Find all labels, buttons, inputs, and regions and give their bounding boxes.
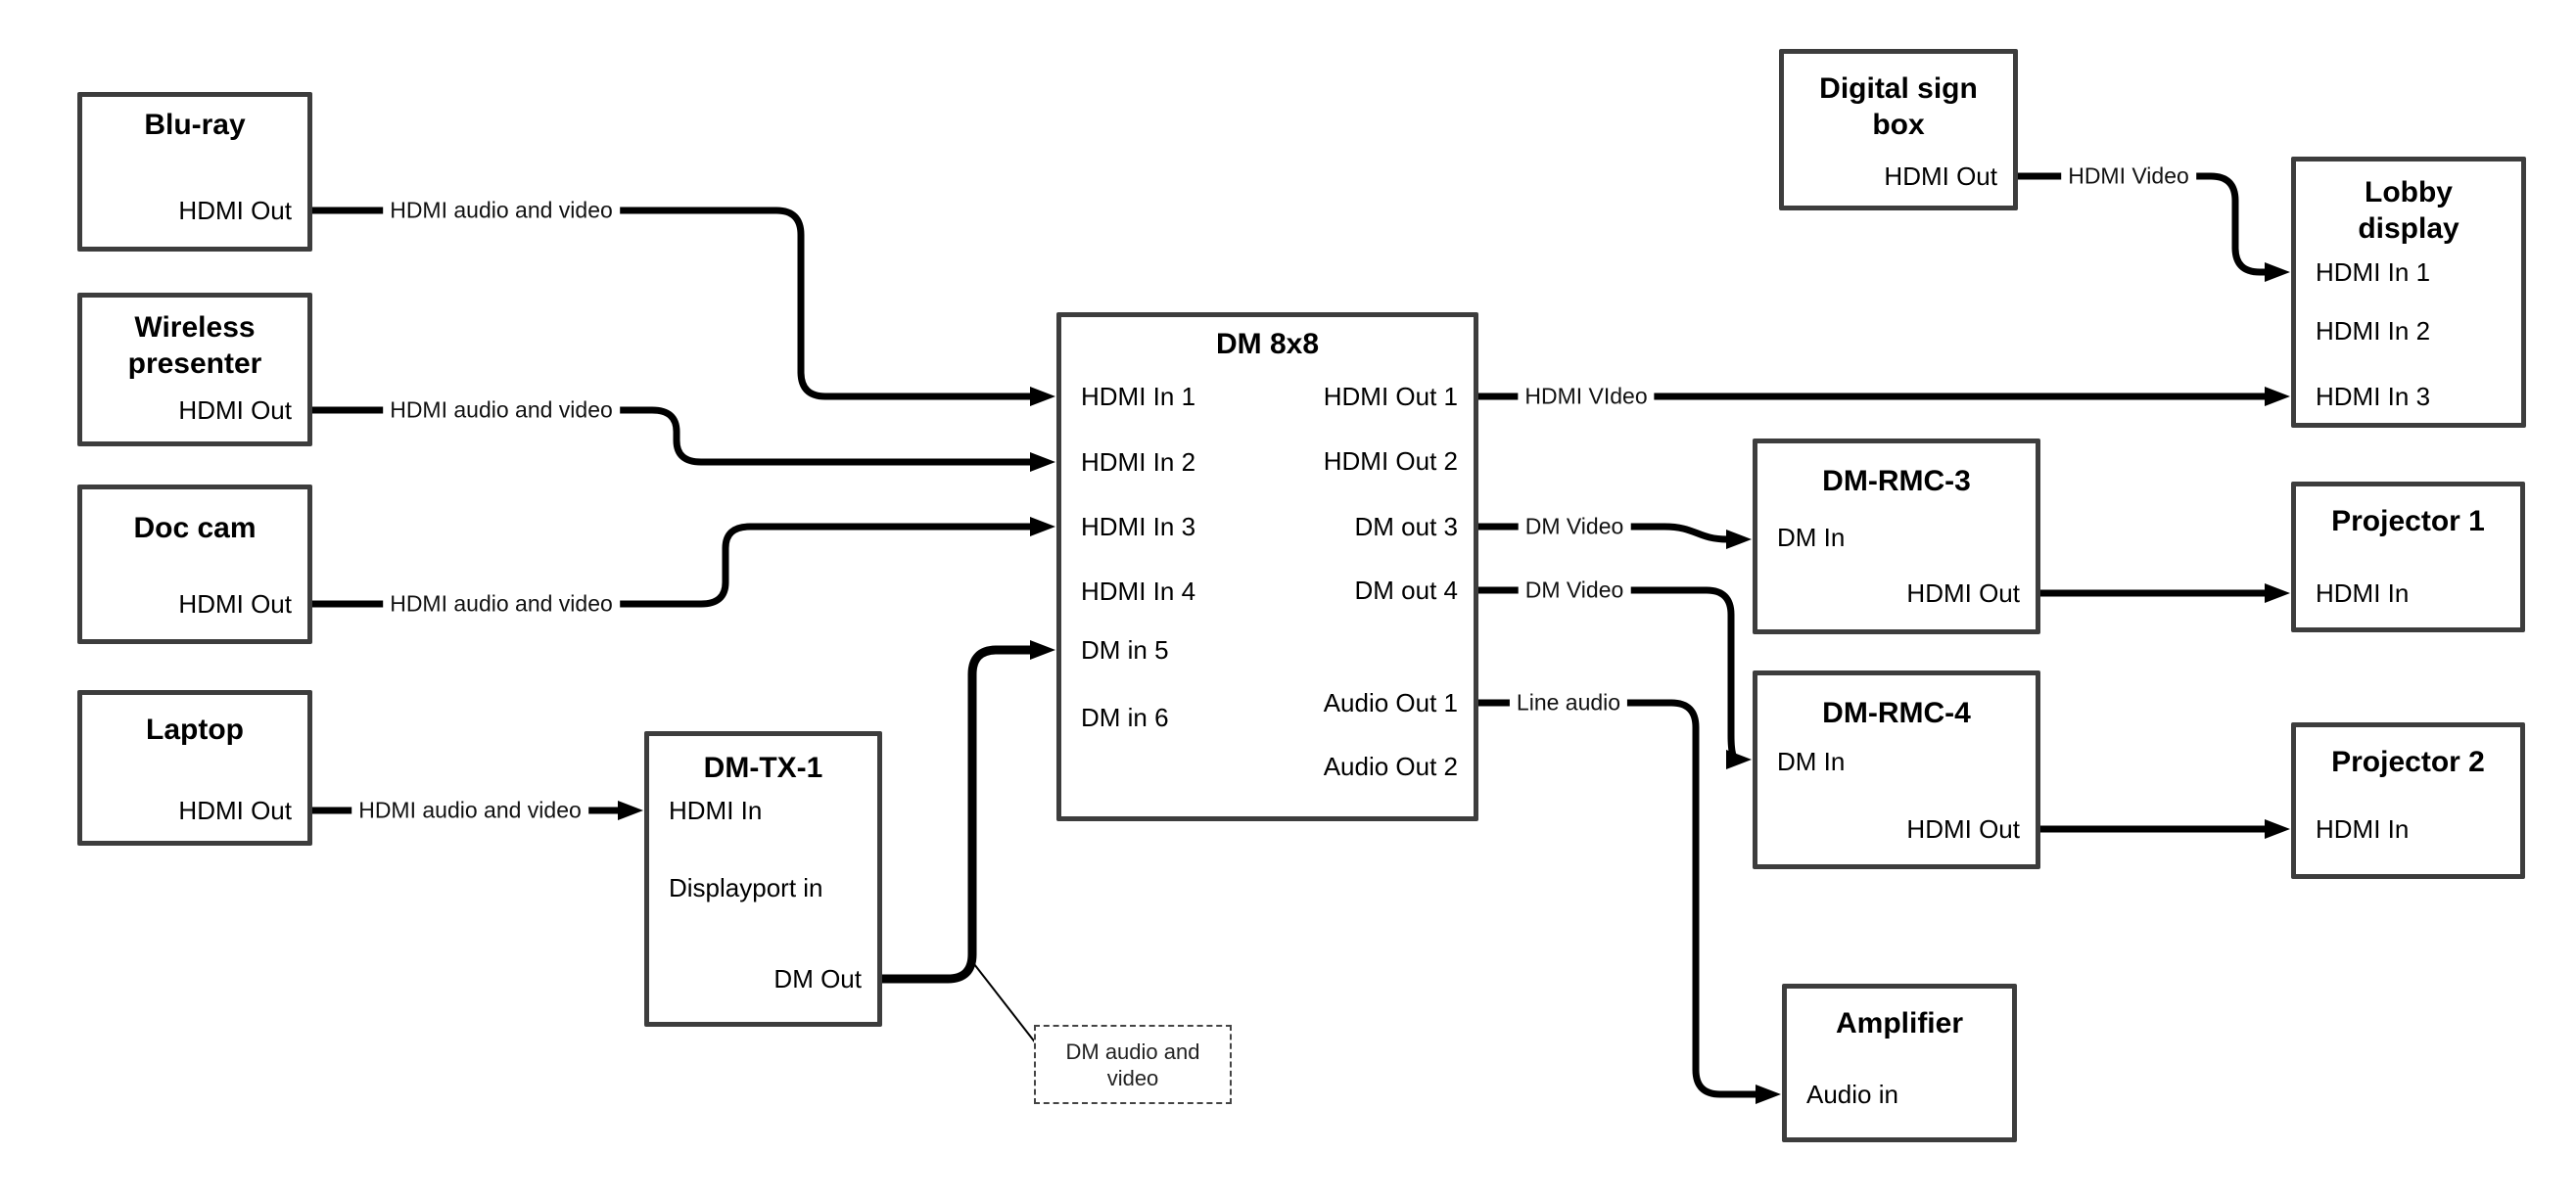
port-dm-rmc-4-dm-in: DM In [1777,747,1846,776]
arrowhead-dm8x8-to-lobby [2265,387,2290,406]
arrowhead-wireless-to-dm8x8 [1030,452,1055,472]
port-dm-rmc-3-hdmi-out: HDMI Out [1906,578,2020,608]
arrowhead-dm8x8-to-rmc3 [1726,530,1752,549]
arrowhead-dm8x8-to-rmc4 [1726,750,1752,769]
node-title-projector-1: Projector 1 [2331,505,2485,537]
port-blu-ray-hdmi-out: HDMI Out [178,196,292,225]
port-dm-8x8-dm-in-6: DM in 6 [1081,703,1169,732]
edge-label-dm8x8-to-rmc4: DM Video [1518,576,1631,605]
node-title-wireless-presenter: Wireless [134,311,256,344]
port-dm-8x8-hdmi-in-2: HDMI In 2 [1081,447,1196,477]
edge-dm8x8-to-rmc3[interactable] [1478,523,1733,543]
note-text-line: DM audio and [1065,1039,1200,1064]
port-dm-8x8-dm-out-4: DM out 4 [1354,576,1459,605]
port-projector-1-hdmi-in: HDMI In [2316,578,2410,608]
port-dm-rmc-3-dm-in: DM In [1777,523,1846,552]
arrowhead-doccam-to-dm8x8 [1030,517,1055,536]
port-dm-tx-1-displayport-in: Displayport in [669,873,823,902]
edge-dmtx1-to-dm8x8[interactable] [882,645,1034,984]
edge-label-dm8x8-to-amp: Line audio [1509,688,1628,717]
edge-dm8x8-to-amp[interactable] [1478,699,1759,1098]
node-title-amplifier: Amplifier [1835,1007,1964,1039]
node-title-digital-sign-box: Digital sign [1819,72,1978,105]
node-title-lobby-display: display [2358,212,2459,245]
port-lobby-display-hdmi-in-1: HDMI In 1 [2316,257,2431,287]
node-projector-1[interactable]: Projector 1 HDMI In [2291,482,2525,632]
port-dm-8x8-hdmi-in-1: HDMI In 1 [1081,382,1196,411]
port-dm-rmc-4-hdmi-out: HDMI Out [1906,814,2020,844]
port-projector-2-hdmi-in: HDMI In [2316,814,2410,844]
port-dm-8x8-hdmi-out-2: HDMI Out 2 [1323,446,1458,476]
arrowhead-dmtx1-to-dm8x8 [1030,640,1055,660]
edge-wireless-to-dm8x8[interactable] [312,406,1036,466]
port-lobby-display-hdmi-in-3: HDMI In 3 [2316,382,2431,411]
arrowhead-laptop-to-dmtx1 [618,801,643,820]
node-title-dm-rmc-4: DM-RMC-4 [1822,697,1971,729]
node-title-doc-cam: Doc cam [133,512,257,544]
node-title-wireless-presenter: presenter [127,347,262,380]
edge-sign-to-lobby[interactable] [2018,172,2272,276]
note-dm-audio-and-video[interactable]: DM audio and video [1034,1025,1232,1104]
arrowhead-rmc4-to-proj2 [2265,819,2290,839]
edge-doccam-to-dm8x8[interactable] [312,523,1036,608]
edge-label-laptop-to-dmtx1: HDMI audio and video [351,796,588,825]
edge-bluray-to-dm8x8[interactable] [312,207,1036,400]
port-digital-sign-box-hdmi-out: HDMI Out [1884,162,1997,191]
note-text-line: video [1106,1065,1159,1090]
port-dm-tx-1-dm-out: DM Out [773,964,862,993]
node-title-dm-rmc-3: DM-RMC-3 [1822,465,1971,497]
port-dm-8x8-dm-out-3: DM out 3 [1354,512,1459,541]
arrowhead-bluray-to-dm8x8 [1030,387,1055,406]
edge-label-bluray-to-dm8x8: HDMI audio and video [383,196,620,225]
node-dm-rmc-3[interactable]: DM-RMC-3 DM In HDMI Out [1753,439,2040,634]
port-dm-8x8-audio-out-2: Audio Out 2 [1323,752,1458,781]
arrowhead-sign-to-lobby [2265,262,2290,282]
port-lobby-display-hdmi-in-2: HDMI In 2 [2316,316,2431,346]
node-title-projector-2: Projector 2 [2331,746,2485,778]
edge-label-dm8x8-to-rmc3: DM Video [1518,512,1631,541]
node-title-dm-8x8: DM 8x8 [1215,328,1320,360]
node-projector-2[interactable]: Projector 2 HDMI In [2291,722,2525,879]
edge-label-doccam-to-dm8x8: HDMI audio and video [383,589,620,619]
port-dm-8x8-hdmi-out-1: HDMI Out 1 [1323,382,1458,411]
node-title-blu-ray: Blu-ray [144,109,246,141]
edge-label-dm8x8-to-lobby: HDMI VIdeo [1518,382,1655,411]
port-dm-8x8-audio-out-1: Audio Out 1 [1323,688,1458,717]
node-title-dm-tx-1: DM-TX-1 [703,752,823,784]
port-dm-8x8-hdmi-in-3: HDMI In 3 [1081,512,1196,541]
port-amplifier-audio-in: Audio in [1806,1080,1898,1109]
node-title-digital-sign-box: box [1872,109,1925,141]
edge-label-sign-to-lobby: HDMI Video [2061,162,2196,191]
edge-label-wireless-to-dm8x8: HDMI audio and video [383,395,620,425]
port-laptop-hdmi-out: HDMI Out [178,796,292,825]
node-dm-rmc-4[interactable]: DM-RMC-4 DM In HDMI Out [1753,670,2040,869]
port-dm-tx-1-hdmi-in: HDMI In [669,796,763,825]
port-dm-8x8-hdmi-in-4: HDMI In 4 [1081,577,1196,606]
arrowhead-dm8x8-to-amp [1756,1085,1781,1104]
port-wireless-presenter-hdmi-out: HDMI Out [178,395,292,425]
edge-note-callout[interactable] [973,963,1037,1044]
port-dm-8x8-dm-in-5: DM in 5 [1081,635,1169,665]
node-title-laptop: Laptop [146,714,244,746]
port-doc-cam-hdmi-out: HDMI Out [178,589,292,619]
arrowhead-rmc3-to-proj1 [2265,583,2290,603]
node-title-lobby-display: Lobby [2365,176,2453,208]
